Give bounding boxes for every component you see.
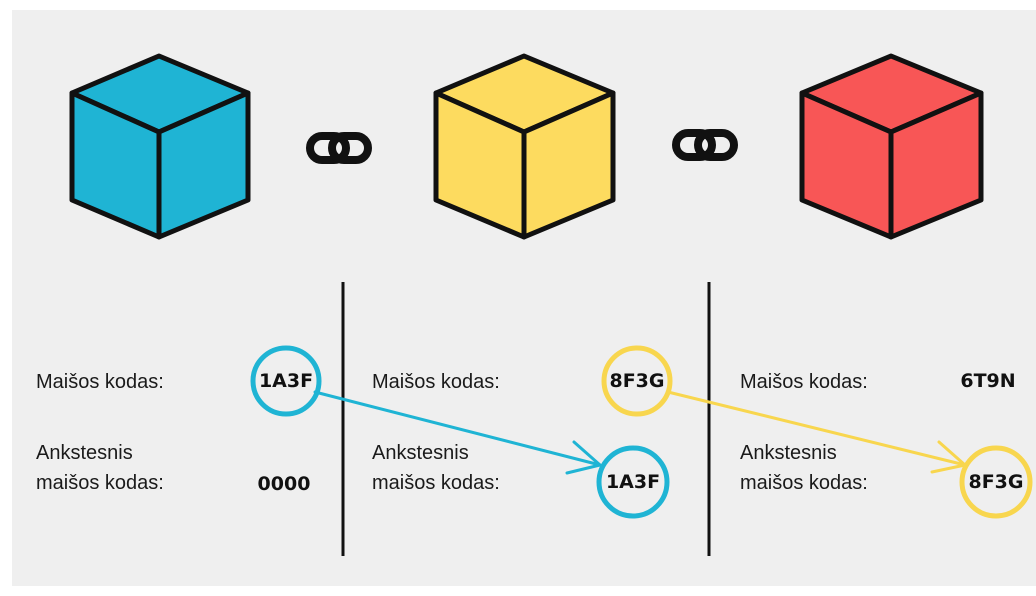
hash-2-highlight-circle <box>601 345 673 417</box>
chain-link-1-right-ring <box>328 132 372 164</box>
arrow-2-shaft <box>666 390 967 467</box>
arrow-1-shaft <box>313 390 602 467</box>
chain-link-2-right-ring <box>694 129 738 161</box>
block-3-prev-hash-value: 8F3G <box>968 471 1024 493</box>
block-3-hash-value: 6T9N <box>960 370 1016 392</box>
blockchain-diagram: Maišos kodas: 1A3F Ankstesnis maišos kod… <box>12 10 1036 586</box>
diagram-artwork <box>69 53 1033 556</box>
arrow-hash-1-to-prev-2 <box>313 390 602 475</box>
prev-hash-3-highlight-circle <box>959 445 1033 519</box>
block-2-cube-icon <box>433 53 616 240</box>
block-3-hash-label: Maišos kodas: <box>740 371 868 393</box>
block-1-prev-hash-value: 0000 <box>257 473 311 495</box>
block-3-prev-hash-label-line-2: maišos kodas: <box>740 472 868 494</box>
block-1-prev-hash-label-line-1: Ankstesnis <box>36 442 133 464</box>
block-2-prev-hash-label-line-2: maišos kodas: <box>372 472 500 494</box>
hash-1-highlight-circle <box>250 345 322 417</box>
chain-link-2-left-ring <box>672 129 716 161</box>
cube-2-right-face <box>521 90 616 240</box>
block-2-hash-value: 8F3G <box>609 370 665 392</box>
block-1-cube-icon <box>69 53 251 240</box>
block-2-prev-hash-label-line-1: Ankstesnis <box>372 442 469 464</box>
block-1-hash-value: 1A3F <box>258 370 314 392</box>
prev-hash-2-highlight-circle <box>596 445 670 519</box>
block-1-hash-label: Maišos kodas: <box>36 371 164 393</box>
arrow-1-head <box>565 440 602 475</box>
chain-link-1-left-ring <box>306 132 350 164</box>
block-3-prev-hash-label-line-1: Ankstesnis <box>740 442 837 464</box>
block-2-hash-label: Maišos kodas: <box>372 371 500 393</box>
cube-1-right-face <box>156 90 251 240</box>
block-3-cube-icon <box>799 53 984 240</box>
chain-link-icon-1 <box>306 132 372 164</box>
chain-link-icon-2 <box>672 129 738 161</box>
block-1-prev-hash-label-line-2: maišos kodas: <box>36 472 164 494</box>
block-2-prev-hash-value: 1A3F <box>605 471 661 493</box>
cube-3-right-face <box>888 90 984 240</box>
